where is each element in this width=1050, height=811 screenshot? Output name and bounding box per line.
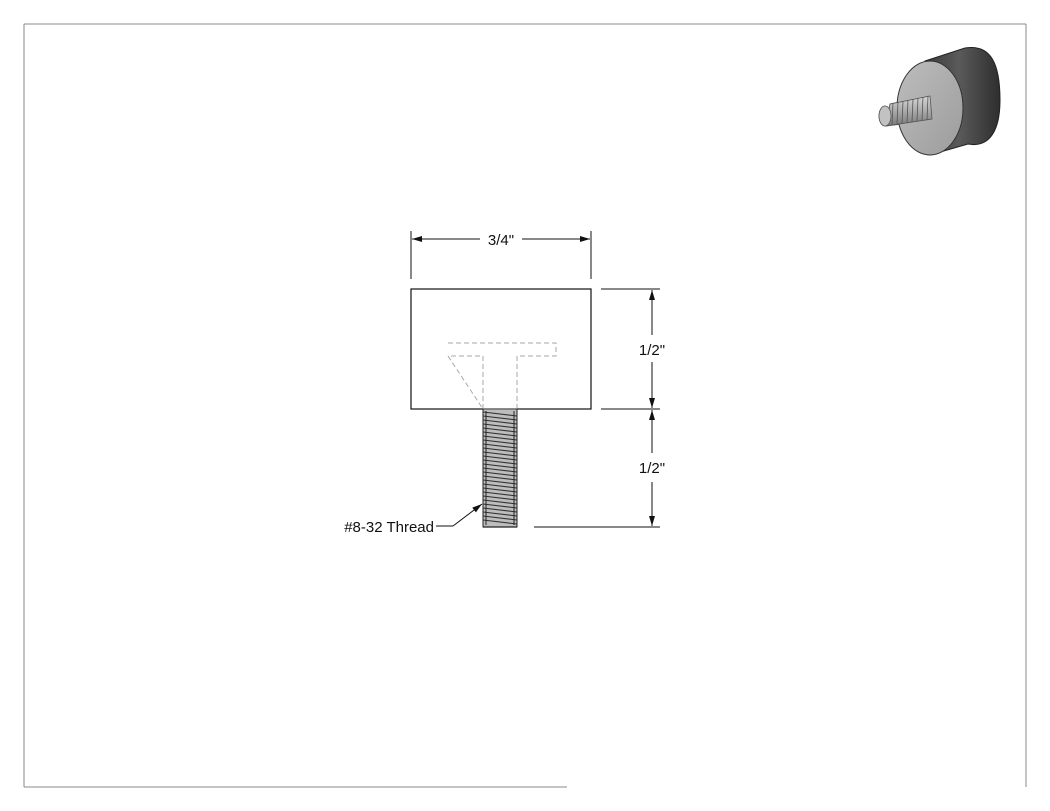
dim-width-label: 3/4" bbox=[488, 232, 514, 249]
stud-length-dimension: 1/2" bbox=[534, 410, 665, 528]
dim-body-height-label: 1/2" bbox=[639, 342, 665, 359]
body-height-dimension: 1/2" bbox=[601, 288, 665, 410]
thread-callout-label: #8-32 Thread bbox=[344, 519, 434, 536]
thread-callout: #8-32 Thread bbox=[344, 503, 483, 536]
part-body bbox=[410, 288, 592, 410]
hidden-t-slot bbox=[447, 342, 557, 411]
width-dimension: 3/4" bbox=[410, 231, 592, 279]
sheet-border bbox=[23, 23, 1027, 788]
threaded-stud bbox=[482, 408, 518, 528]
iso-part-icon bbox=[878, 46, 1001, 156]
dim-stud-length-label: 1/2" bbox=[639, 460, 665, 477]
